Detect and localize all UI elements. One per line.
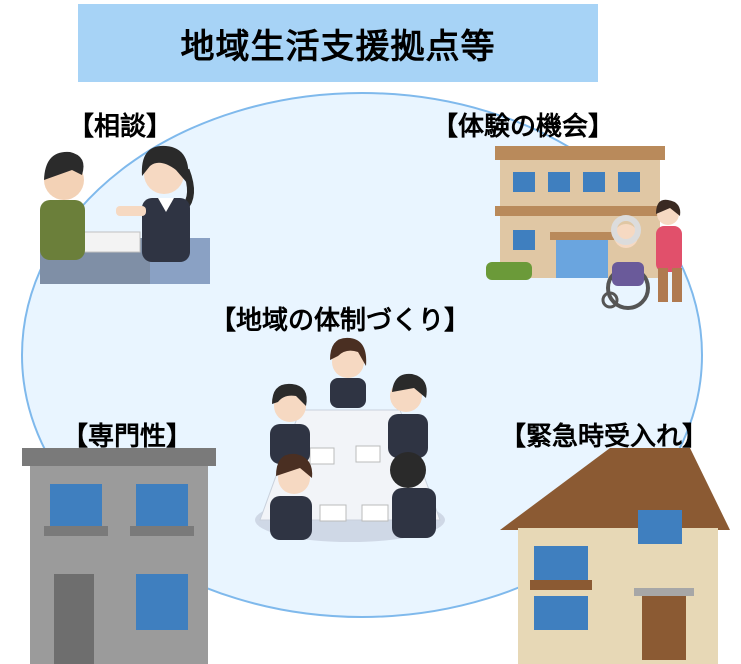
label-consultation: 【相談】 — [68, 112, 173, 142]
label-community: 【地域の体制づくり】 — [210, 306, 471, 336]
label-expertise: 【専門性】 — [62, 422, 193, 452]
house-illustration — [500, 448, 730, 664]
title-box — [78, 4, 598, 82]
diagram-title: 地域生活支援拠点等 — [180, 26, 496, 67]
group-home-illustration — [486, 146, 682, 310]
label-emergency: 【緊急時受入れ】 — [500, 422, 709, 452]
label-experience: 【体験の機会】 — [432, 112, 615, 142]
consultation-illustration — [40, 145, 210, 284]
meeting-illustration — [255, 337, 445, 542]
office-building-illustration — [22, 448, 216, 664]
